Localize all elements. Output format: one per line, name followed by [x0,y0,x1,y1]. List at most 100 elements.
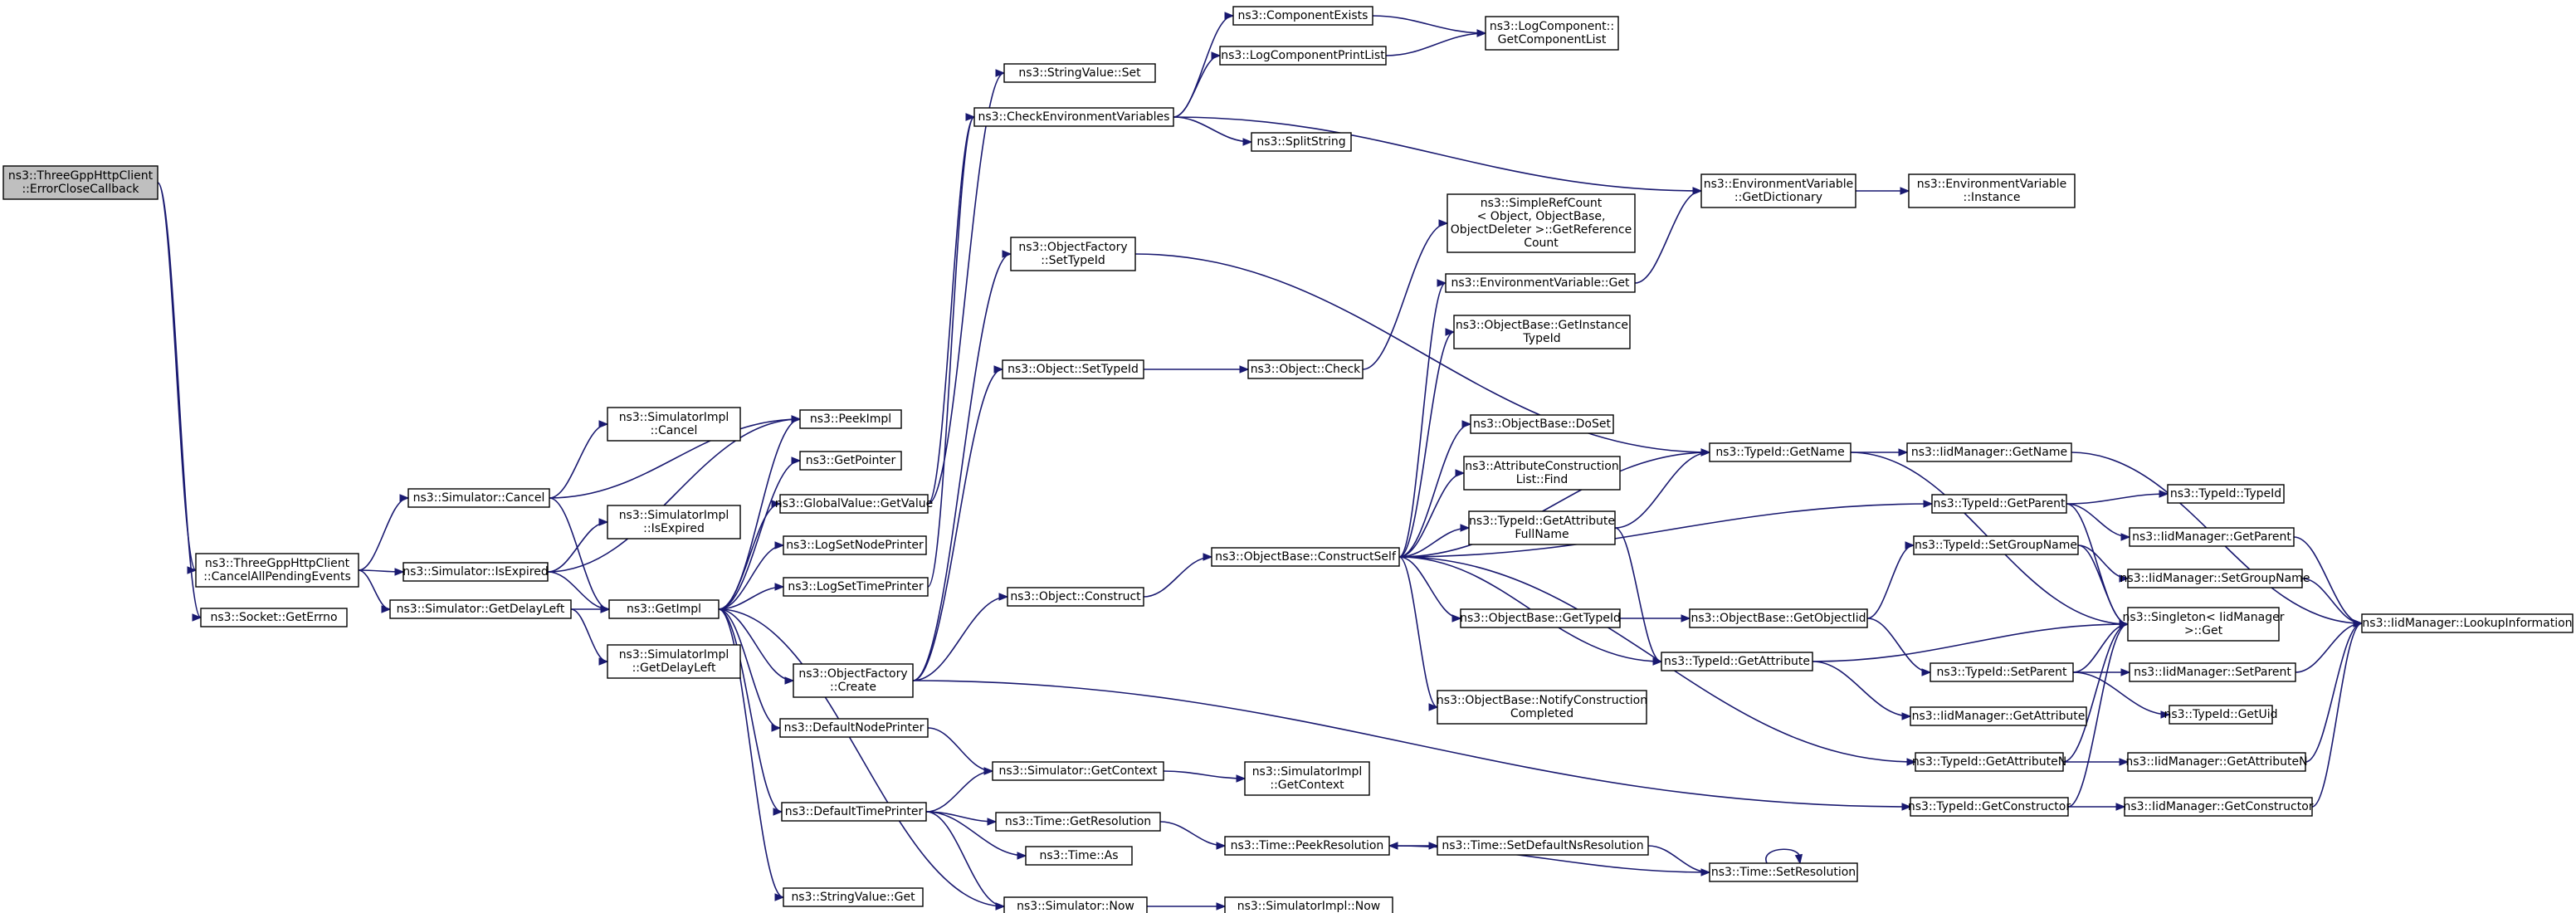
node-ns3-simulator-isexpired[interactable]: ns3::Simulator::IsExpired [402,562,549,582]
node-ns3-iidmanager-getattributen[interactable]: ns3::IidManager::GetAttributeN [2125,752,2308,772]
node-ns3-splitstring[interactable]: ns3::SplitString [1251,132,1352,152]
edge-n30-to-n33 [1372,15,1487,37]
node-ns3-singleton-iidmanager-get[interactable]: ns3::Singleton< IidManager>::Get [2123,607,2285,642]
node-label-line: ns3::Socket::GetErrno [210,611,337,624]
edge-n55-to-n57 [2066,503,2130,628]
node-box [1910,797,2069,817]
node-label-line: ::CancelAllPendingEvents [203,570,351,583]
node-ns3-environmentvariable-get[interactable]: ns3::EnvironmentVariable::Get [1445,273,1636,293]
node-ns3-time-as[interactable]: ns3::Time::As [1025,846,1133,866]
node-ns3-objectbase-constructself[interactable]: ns3::ObjectBase::ConstructSelf [1211,547,1400,567]
edge-n42-to-n50 [1620,614,1691,622]
node-ns3-iidmanager-getconstructor[interactable]: ns3::IidManager::GetConstructor [2123,797,2314,817]
node-ns3-typeid-getattributen[interactable]: ns3::TypeId::GetAttributeN [1912,752,2066,772]
node-ns3-objectbase-getobjectiid[interactable]: ns3::ObjectBase::GetObjectIid [1689,608,1868,628]
node-box [2127,752,2306,772]
node-ns3-componentexists[interactable]: ns3::ComponentExists [1232,6,1373,26]
node-label-line: ns3::ObjectBase::GetInstance [1456,319,1628,332]
node-ns3-typeid-setparent[interactable]: ns3::TypeId::SetParent [1930,662,2074,682]
node-ns3-peekimpl[interactable]: ns3::PeekImpl [799,409,902,429]
node-ns3-objectbase-gettypeid[interactable]: ns3::ObjectBase::GetTypeId [1460,608,1621,628]
node-ns3-simulator-getcontext[interactable]: ns3::Simulator::GetContext [992,761,1164,781]
node-ns3-iidmanager-lookupinformation[interactable]: ns3::IidManager::LookupInformation [2361,613,2574,633]
edge-n17-to-n28 [925,811,1006,911]
node-ns3-object-construct[interactable]: ns3::Object::Construct [1007,587,1144,607]
node-label-line: ns3::SimulatorImpl [619,411,729,424]
node-box [607,505,741,540]
node-ns3-objectbase-doset[interactable]: ns3::ObjectBase::DoSet [1470,414,1614,434]
node-ns3-iidmanager-getname[interactable]: ns3::IidManager::GetName [1906,442,2072,462]
node-ns3-stringvalue-get[interactable]: ns3::StringValue::Get [783,887,924,907]
node-ns3-typeid-setgroupname[interactable]: ns3::TypeId::SetGroupName [1913,535,2079,555]
node-ns3-getpointer[interactable]: ns3::GetPointer [799,451,902,471]
node-ns3-time-getresolution[interactable]: ns3::Time::GetResolution [995,812,1161,832]
node-ns3-objectfactory-create[interactable]: ns3::ObjectFactory::Create [793,663,914,698]
node-ns3-typeid-getconstructor[interactable]: ns3::TypeId::GetConstructor [1908,797,2071,817]
node-box [1437,836,1649,856]
node-box [1470,414,1614,434]
node-label-line: ns3::Simulator::GetDelayLeft [397,603,565,616]
node-ns3-typeid-getparent[interactable]: ns3::TypeId::GetParent [1931,494,2067,514]
node-ns3-typeid-getattribute[interactable]: ns3::TypeId::GetAttribute [1661,652,1813,671]
node-ns3-logcomponentprintlist[interactable]: ns3::LogComponentPrintList [1219,46,1387,66]
node-ns3-logsettimeprinter[interactable]: ns3::LogSetTimePrinter [783,577,929,597]
node-ns3-typeid-getname[interactable]: ns3::TypeId::GetName [1709,442,1852,462]
node-label-line: ns3::TypeId::GetUid [2164,708,2277,721]
node-box [1232,6,1373,26]
node-ns3-logsetnodeprinter[interactable]: ns3::LogSetNodePrinter [783,535,927,555]
node-ns3-socket-geterrno[interactable]: ns3::Socket::GetErrno [200,608,348,627]
node-ns3-defaultnodeprinter[interactable]: ns3::DefaultNodePrinter [779,718,929,738]
node-ns3-iidmanager-getattribute[interactable]: ns3::IidManager::GetAttribute [1910,706,2087,726]
node-ns3-typeid-typeid[interactable]: ns3::TypeId::TypeId [2167,484,2285,504]
node-label-line: ns3::Time::GetResolution [1005,815,1151,828]
node-ns3-environmentvariable-getdictionary[interactable]: ns3::EnvironmentVariable::GetDictionary [1700,173,1856,208]
node-ns3-simulatorimpl-getdelayleft[interactable]: ns3::SimulatorImpl::GetDelayLeft [607,644,741,679]
edge-n58-to-n64 [2072,671,2171,719]
node-ns3-typeid-getuid[interactable]: ns3::TypeId::GetUid [2164,705,2278,725]
edge-n15-to-n21 [912,250,1012,681]
node-ns3-defaulttimeprinter[interactable]: ns3::DefaultTimePrinter [781,802,927,822]
node-ns3-iidmanager-setgroupname[interactable]: ns3::IidManager::SetGroupName [2120,569,2310,588]
edge-n5-to-n10 [570,608,609,666]
node-ns3-simplerefcount-object-objectbase-objectdeleter-getreference-count[interactable]: ns3::SimpleRefCount< Object, ObjectBase,… [1447,193,1636,253]
node-ns3-time-peekresolution[interactable]: ns3::Time::PeekResolution [1224,836,1390,856]
node-ns3-simulator-now[interactable]: ns3::Simulator::Now [1003,896,1148,913]
edge-n58-to-n57 [2072,620,2130,673]
node-ns3-environmentvariable-instance[interactable]: ns3::EnvironmentVariable::Instance [1908,173,2076,208]
node-ns3-time-setdefaultnsresolution[interactable]: ns3::Time::SetDefaultNsResolution [1437,836,1649,856]
node-ns3-logcomponent-getcomponentlist[interactable]: ns3::LogComponent::GetComponentList [1485,16,1619,51]
edge-n35-to-n37 [1398,279,1447,558]
node-label-line: ns3::Time::SetResolution [1711,866,1856,879]
node-label-line: List::Find [1516,473,1569,486]
node-ns3-time-setresolution[interactable]: ns3::Time::SetResolution [1709,862,1858,882]
node-ns3-simulator-getdelayleft[interactable]: ns3::Simulator::GetDelayLeft [389,599,572,619]
node-ns3-checkenvironmentvariables[interactable]: ns3::CheckEnvironmentVariables [973,107,1174,127]
node-ns3-iidmanager-getparent[interactable]: ns3::IidManager::GetParent [2129,527,2295,547]
node-label-line: ns3::ObjectFactory [798,667,907,681]
node-ns3-stringvalue-set[interactable]: ns3::StringValue::Set [1003,63,1156,83]
node-label-line: ns3::TypeId::GetParent [1934,497,2066,510]
node-box [1931,494,2067,514]
node-ns3-simulatorimpl-getcontext[interactable]: ns3::SimulatorImpl::GetContext [1244,761,1370,796]
node-ns3-threegpphttpclient-errorclosecallback[interactable]: ns3::ThreeGppHttpClient::ErrorCloseCallb… [2,165,159,200]
node-ns3-simulatorimpl-now[interactable]: ns3::SimulatorImpl::Now [1224,896,1393,913]
node-ns3-getimpl[interactable]: ns3::GetImpl [608,599,720,619]
node-box [1224,896,1393,913]
node-label-line: ns3::SimulatorImpl [619,648,729,662]
node-ns3-objectfactory-settypeid[interactable]: ns3::ObjectFactory::SetTypeId [1010,237,1136,271]
node-ns3-object-check[interactable]: ns3::Object::Check [1247,359,1364,379]
node-ns3-objectbase-notifyconstruction-completed[interactable]: ns3::ObjectBase::NotifyConstructionCompl… [1437,690,1647,725]
node-box [1003,896,1148,913]
node-ns3-simulatorimpl-cancel[interactable]: ns3::SimulatorImpl::Cancel [607,407,741,442]
node-ns3-simulator-cancel[interactable]: ns3::Simulator::Cancel [407,488,550,508]
node-ns3-globalvalue-getvalue[interactable]: ns3::GlobalValue::GetValue [775,494,933,514]
node-ns3-iidmanager-setparent[interactable]: ns3::IidManager::SetParent [2129,662,2296,682]
node-label-line: ::IsExpired [643,522,705,535]
node-label-line: ns3::ObjectBase::DoSet [1473,417,1611,431]
node-ns3-threegpphttpclient-cancelallpendingevents[interactable]: ns3::ThreeGppHttpClient::CancelAllPendin… [195,553,359,588]
node-ns3-simulatorimpl-isexpired[interactable]: ns3::SimulatorImpl::IsExpired [607,505,741,540]
node-ns3-object-settypeid[interactable]: ns3::Object::SetTypeId [1002,359,1144,379]
